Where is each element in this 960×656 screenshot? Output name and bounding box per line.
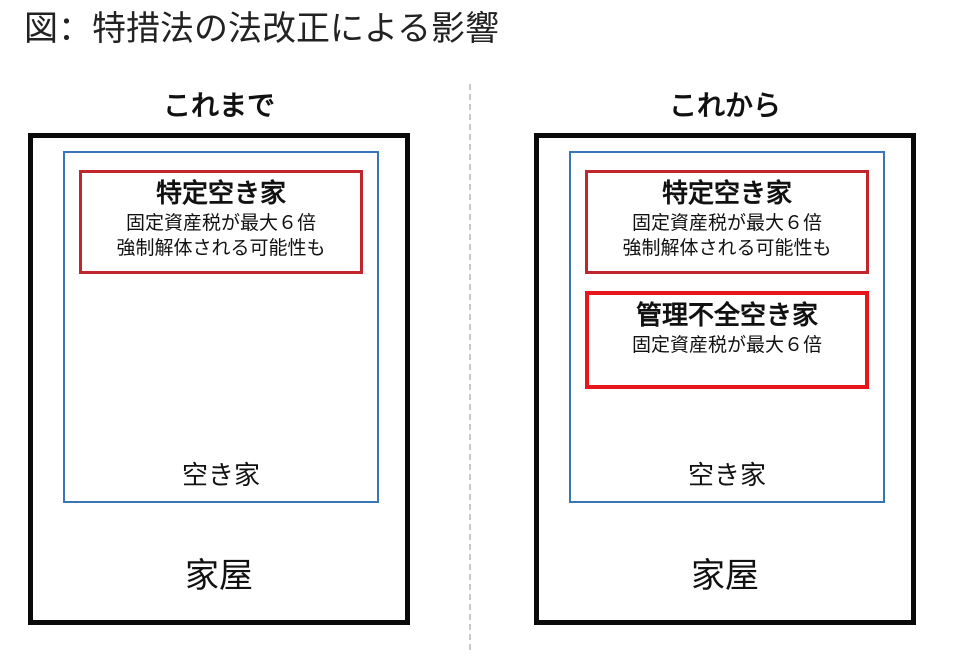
house-box-after: 特定空き家 固定資産税が最大６倍 強制解体される可能性も 管理不全空き家 固定資… (534, 133, 916, 625)
house-box-before: 特定空き家 固定資産税が最大６倍 強制解体される可能性も 空き家 家屋 (28, 133, 410, 625)
poorly-managed-vacant-house-tag: 管理不全空き家 固定資産税が最大６倍 (585, 291, 869, 389)
diagram-title: 図：特措法の法改正による影響 (24, 9, 499, 49)
special-vacant-house-title: 特定空き家 (661, 179, 792, 209)
special-demolition-line: 強制解体される可能性も (116, 237, 326, 259)
vacant-house-box-after: 特定空き家 固定資産税が最大６倍 強制解体される可能性も 管理不全空き家 固定資… (569, 151, 885, 503)
panel-after: これから 特定空き家 固定資産税が最大６倍 強制解体される可能性も 管理不全空き… (534, 0, 916, 656)
poorly-managed-tax-line: 固定資産税が最大６倍 (631, 334, 822, 356)
special-demolition-line: 強制解体される可能性も (622, 237, 832, 259)
panel-after-label: これから (668, 89, 781, 122)
vacant-house-box-before: 特定空き家 固定資産税が最大６倍 強制解体される可能性も 空き家 (63, 151, 379, 503)
special-vacant-house-title: 特定空き家 (155, 179, 286, 209)
vacant-house-label-before: 空き家 (181, 461, 260, 491)
special-tax-line: 固定資産税が最大６倍 (631, 212, 822, 234)
house-label-after: 家屋 (691, 556, 759, 596)
vacant-house-label-after: 空き家 (687, 461, 766, 491)
panel-before: これまで 特定空き家 固定資産税が最大６倍 強制解体される可能性も 空き家 家屋 (28, 0, 410, 656)
special-vacant-house-tag-after: 特定空き家 固定資産税が最大６倍 強制解体される可能性も (585, 170, 869, 274)
special-tax-line: 固定資産税が最大６倍 (125, 212, 316, 234)
poorly-managed-vacant-house-title: 管理不全空き家 (635, 301, 818, 331)
center-divider (469, 84, 471, 650)
house-label-before: 家屋 (185, 556, 253, 596)
special-vacant-house-tag-before: 特定空き家 固定資産税が最大６倍 強制解体される可能性も (79, 170, 363, 274)
panel-before-label: これまで (162, 89, 275, 122)
